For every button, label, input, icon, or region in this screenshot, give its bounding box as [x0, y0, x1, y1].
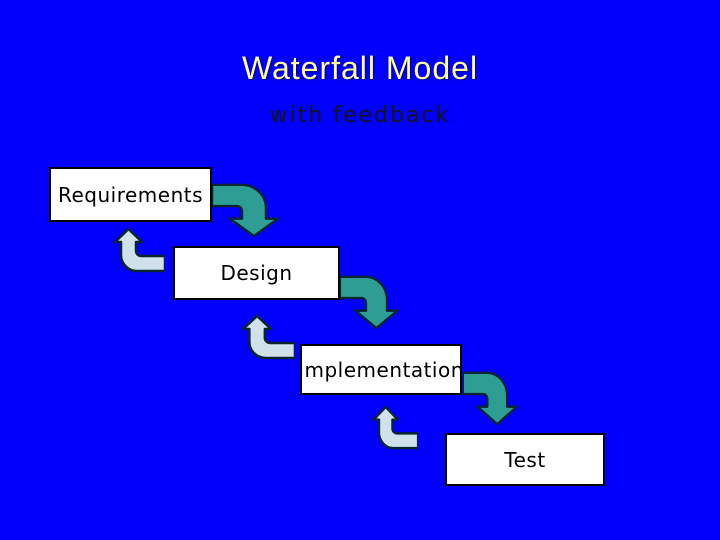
stage-box-design: Design	[173, 246, 340, 300]
forward-arrow-implementation-to-test-icon	[463, 371, 518, 426]
stage-label-test: Test	[504, 447, 546, 472]
stage-box-implementation: Implementation	[298, 344, 464, 395]
feedback-arrow-design-to-requirements-icon	[113, 227, 165, 273]
forward-arrow-requirements-to-design-icon	[212, 183, 280, 238]
stage-label-implementation: Implementation	[298, 357, 464, 382]
stage-box-requirements: Requirements	[49, 167, 212, 222]
forward-arrow-design-to-implementation-icon	[340, 275, 399, 330]
slide-title: Waterfall Model	[241, 50, 479, 86]
stage-label-requirements: Requirements	[57, 182, 204, 207]
stage-box-test: Test	[445, 433, 605, 486]
stage-label-design: Design	[220, 261, 293, 285]
slide-subtitle: with feedback	[269, 103, 451, 128]
feedback-arrow-implementation-to-design-icon	[241, 314, 295, 360]
feedback-arrow-test-to-implementation-icon	[372, 405, 418, 450]
